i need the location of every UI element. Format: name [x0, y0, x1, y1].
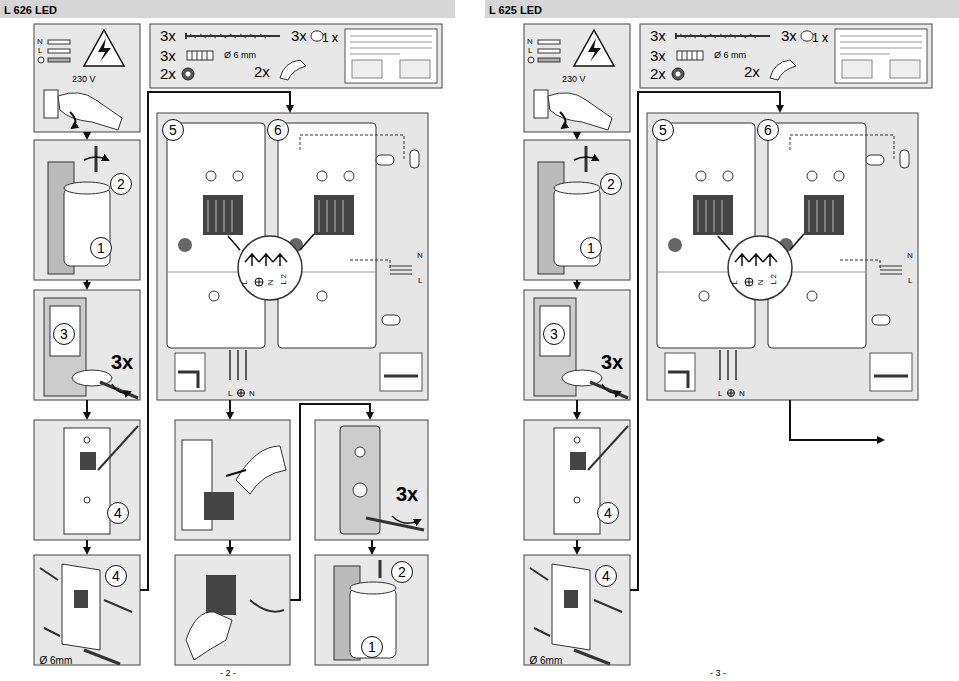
- continue-arrow: [790, 400, 883, 440]
- label: N: [757, 279, 766, 285]
- label: N: [267, 279, 276, 285]
- step-number: 4: [107, 502, 129, 524]
- label: 230 V: [72, 75, 96, 85]
- step-number: 3: [543, 323, 565, 345]
- callout-number: 1: [97, 240, 105, 256]
- step-number: 4: [595, 565, 617, 587]
- step-number: 5: [652, 119, 674, 141]
- label: - 2 -: [220, 669, 236, 679]
- model-name: L 626 LED: [4, 4, 57, 16]
- label: 3x: [650, 48, 666, 65]
- label: 1 x: [812, 32, 828, 45]
- step-number: 1: [580, 237, 602, 259]
- step-number: 4: [597, 502, 619, 524]
- callout-number: 3: [60, 326, 68, 342]
- label: 1 x: [322, 32, 338, 45]
- label: L: [908, 277, 912, 286]
- step-number: 1: [90, 237, 112, 259]
- model-name: L 625 LED: [489, 4, 542, 16]
- callout-number: 5: [169, 122, 177, 138]
- label: 3x: [111, 351, 133, 373]
- label: 3x: [396, 483, 418, 505]
- callout-number: 6: [764, 122, 772, 138]
- step-number: 1: [361, 636, 383, 658]
- callout-number: 2: [398, 564, 406, 580]
- label: L: [731, 280, 740, 284]
- label: Ø 6 mm: [714, 51, 746, 61]
- label: N: [249, 390, 255, 399]
- step-number: 6: [267, 119, 289, 141]
- callout-number: 5: [659, 122, 667, 138]
- label: 3x: [650, 28, 666, 45]
- title-band: L 626 LED: [0, 0, 455, 18]
- label: - 3 -: [710, 669, 726, 679]
- label: 2x: [254, 64, 270, 81]
- left-extra-panels: [175, 400, 428, 665]
- label: L: [418, 277, 422, 286]
- callout-number: 4: [114, 505, 122, 521]
- callout-number: 2: [607, 176, 615, 192]
- label: L: [38, 47, 42, 56]
- label: N: [907, 252, 913, 261]
- title-band: L 625 LED: [485, 0, 959, 18]
- callout-number: 4: [604, 505, 612, 521]
- label: 3x: [160, 28, 176, 45]
- step-number: 6: [757, 119, 779, 141]
- label: 2x: [744, 64, 760, 81]
- label: 3x: [781, 28, 797, 45]
- step-number: 3: [53, 323, 75, 345]
- label: 2x: [160, 66, 176, 83]
- callout-number: 4: [602, 568, 610, 584]
- page-art: [524, 24, 932, 665]
- step-number: 2: [110, 173, 132, 195]
- label: L: [241, 280, 250, 284]
- label: 3x: [160, 48, 176, 65]
- callout-number: 1: [368, 639, 376, 655]
- callout-number: 1: [587, 240, 595, 256]
- page-art: [34, 24, 442, 665]
- label: N: [527, 38, 533, 47]
- label: 3x: [601, 351, 623, 373]
- label: L: [528, 47, 532, 56]
- callout-number: 6: [274, 122, 282, 138]
- label: L 2: [770, 273, 779, 284]
- label: Ø 6mm: [530, 655, 563, 666]
- label: 2x: [650, 66, 666, 83]
- callout-number: 3: [550, 326, 558, 342]
- step-number: 2: [600, 173, 622, 195]
- label: N: [37, 38, 43, 47]
- label: N: [417, 252, 423, 261]
- step-number: 4: [105, 565, 127, 587]
- label: L: [718, 390, 722, 399]
- label: L 2: [280, 273, 289, 284]
- label: Ø 6 mm: [224, 51, 256, 61]
- label: 3x: [291, 28, 307, 45]
- label: Ø 6mm: [40, 655, 73, 666]
- callout-number: 2: [117, 176, 125, 192]
- callout-number: 4: [112, 568, 120, 584]
- label: L: [228, 390, 232, 399]
- step-number: 2: [391, 561, 413, 583]
- step-number: 5: [162, 119, 184, 141]
- label: N: [739, 390, 745, 399]
- label: 230 V: [562, 75, 586, 85]
